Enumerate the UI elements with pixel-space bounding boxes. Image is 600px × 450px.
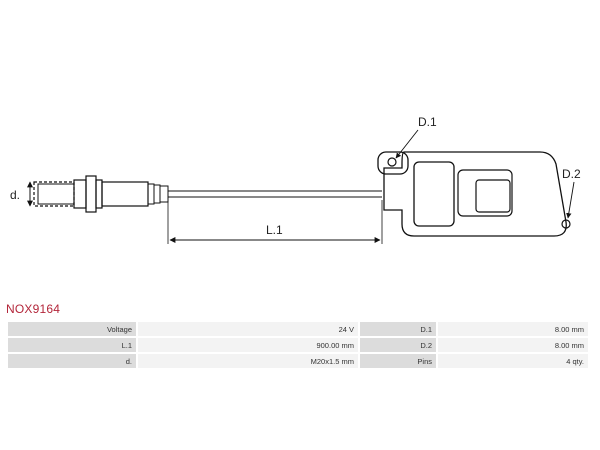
spec-label: Pins — [360, 354, 436, 368]
label-d: d. — [10, 188, 20, 202]
dimension-l1: L.1 — [167, 200, 383, 244]
spec-value: 8.00 mm — [438, 338, 588, 352]
label-d2: D.2 — [562, 167, 581, 181]
spec-value: 900.00 mm — [138, 338, 358, 352]
table-row: L.1 900.00 mm D.2 8.00 mm — [8, 338, 588, 352]
table-row: Voltage 24 V D.1 8.00 mm — [8, 322, 588, 336]
label-l1: L.1 — [266, 223, 283, 237]
sensor-drawing: d. L.1 D.1 D.2 — [10, 115, 581, 244]
spec-label: D.1 — [360, 322, 436, 336]
spec-label: d. — [8, 354, 136, 368]
table-row: d. M20x1.5 mm Pins 4 qty. — [8, 354, 588, 368]
dimension-d1: D.1 — [395, 115, 437, 159]
spec-label: D.2 — [360, 338, 436, 352]
label-d1: D.1 — [418, 115, 437, 129]
spec-value: 8.00 mm — [438, 322, 588, 336]
spec-value: 4 qty. — [438, 354, 588, 368]
dimension-d2: D.2 — [562, 167, 581, 219]
product-code: NOX9164 — [6, 302, 61, 316]
sensor-sleeve — [101, 181, 169, 207]
spec-table: Voltage 24 V D.1 8.00 mm L.1 900.00 mm D… — [6, 320, 590, 370]
probe-tip — [33, 181, 75, 207]
spec-value: 24 V — [138, 322, 358, 336]
dimension-d: d. — [10, 181, 33, 207]
spec-label: Voltage — [8, 322, 136, 336]
hex-nut — [73, 175, 103, 213]
sensor-cable — [168, 190, 382, 198]
control-unit — [377, 151, 571, 237]
spec-label: L.1 — [8, 338, 136, 352]
spec-value: M20x1.5 mm — [138, 354, 358, 368]
